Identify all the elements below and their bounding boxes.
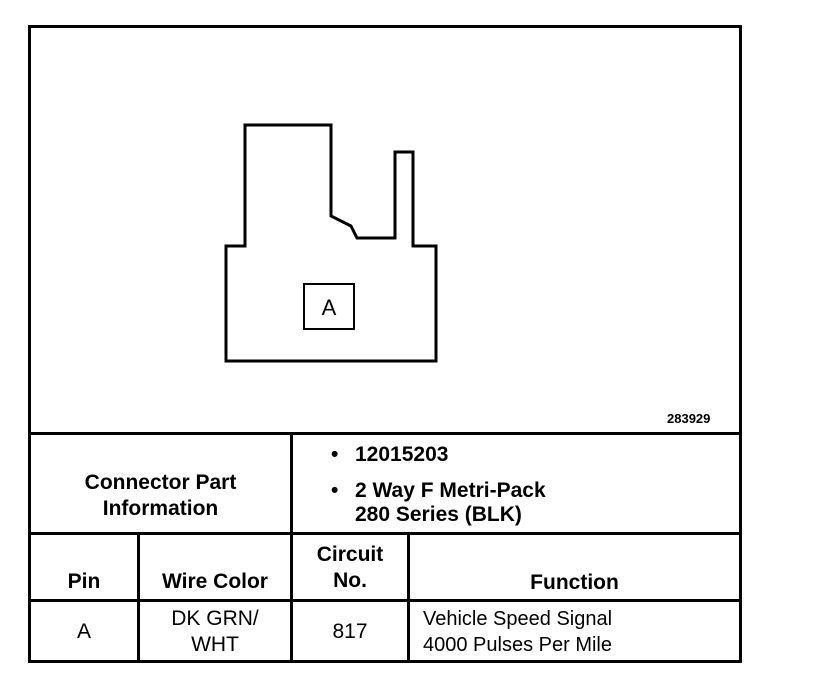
part-series: 280 Series (BLK) (355, 503, 522, 526)
bullet-icon: • (331, 443, 339, 466)
header-function: Function (530, 571, 619, 594)
row-pin: A (76, 620, 91, 643)
part-number-item: • 12015203 (331, 440, 546, 470)
part-description-item: • 2 Way F Metri-Pack (331, 476, 546, 506)
header-circuit-line2: No. (333, 569, 367, 592)
connector-outline-drawing: A (224, 123, 438, 363)
divider-partinfo-header (31, 532, 739, 535)
pin-a-label: A (322, 295, 337, 320)
divider-wire-col (290, 532, 293, 660)
row-function: Vehicle Speed Signal 4000 Pulses Per Mil… (423, 606, 612, 658)
divider-circuit-col (407, 532, 410, 660)
header-pin: Pin (67, 570, 101, 593)
divider-partinfo-col (290, 432, 293, 535)
function-line2: 4000 Pulses Per Mile (423, 634, 612, 656)
row-wire-color: DK GRN/ WHT (140, 605, 290, 659)
divider-header-row (31, 599, 739, 602)
connector-diagram: A 283929 (31, 28, 739, 434)
part-info-list: • 12015203 • 2 Way F Metri-Pack 280 Seri… (331, 440, 546, 528)
header-circuit-line1: Circuit (316, 543, 384, 566)
pin-a-box (303, 283, 355, 330)
header-wire-color: Wire Color (162, 570, 268, 593)
row-circuit: 817 (332, 620, 368, 643)
function-line1: Vehicle Speed Signal (423, 608, 613, 630)
figure-number: 283929 (667, 411, 711, 426)
connector-body-outline (224, 123, 438, 363)
part-info-label-line1: Connector Part (84, 471, 237, 494)
wire-color-line2: WHT (191, 633, 239, 656)
part-description: 2 Way F Metri-Pack (355, 479, 546, 502)
part-number: 12015203 (355, 443, 449, 466)
header-circuit-no: Circuit No. (293, 540, 407, 596)
divider-pin-col (137, 532, 140, 660)
connector-frame: A 283929 Connector Part Information • 12… (28, 25, 742, 663)
divider-diagram-table (31, 432, 739, 435)
bullet-icon: • (331, 479, 339, 502)
connector-part-info-label: Connector Part Information (31, 468, 290, 524)
part-info-label-line2: Information (102, 497, 219, 520)
wire-color-line1: DK GRN/ (171, 607, 259, 630)
